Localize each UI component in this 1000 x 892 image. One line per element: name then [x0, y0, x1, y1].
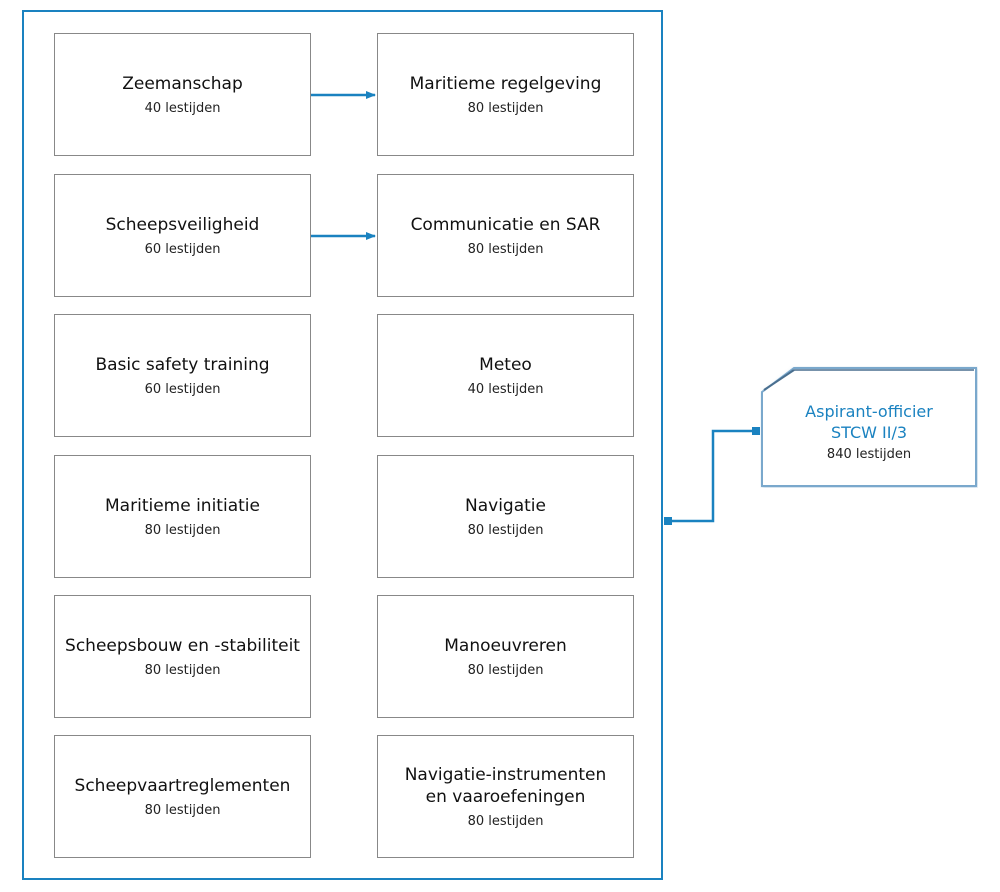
- connector-end-square-right: [752, 427, 760, 435]
- qualification-box-shape: [761, 367, 977, 487]
- module-hours: 80 lestijden: [467, 814, 544, 829]
- module-name: Scheepsveiligheid: [105, 215, 260, 235]
- module-box-maritieme-regelgeving: Maritieme regelgeving 80 lestijden: [377, 33, 634, 156]
- module-name: Basic safety training: [95, 355, 270, 375]
- module-name: Maritieme initiatie: [105, 496, 260, 516]
- module-box-basic-safety-training: Basic safety training 60 lestijden: [54, 314, 311, 437]
- module-hours: 80 lestijden: [467, 101, 544, 116]
- module-hours: 80 lestijden: [144, 803, 221, 818]
- module-box-maritieme-initiatie: Maritieme initiatie 80 lestijden: [54, 455, 311, 578]
- qualification-hours: 840 lestijden: [826, 446, 912, 462]
- module-box-navigatie: Navigatie 80 lestijden: [377, 455, 634, 578]
- module-hours: 80 lestijden: [467, 523, 544, 538]
- module-name: Manoeuvreren: [444, 636, 567, 656]
- module-hours: 80 lestijden: [144, 663, 221, 678]
- qualification-box-aspirant-officier: Aspirant-officier STCW II/3 840 lestijde…: [760, 366, 978, 488]
- module-name: Scheepvaartreglementen: [74, 776, 291, 796]
- module-box-communicatie-en-sar: Communicatie en SAR 80 lestijden: [377, 174, 634, 297]
- module-box-scheepvaartreglementen: Scheepvaartreglementen 80 lestijden: [54, 735, 311, 858]
- qualification-title-line2: STCW II/3: [830, 422, 908, 442]
- module-name: Zeemanschap: [122, 74, 243, 94]
- module-name: Communicatie en SAR: [410, 215, 601, 235]
- qualification-title-line1: Aspirant-officier: [805, 401, 933, 421]
- module-box-scheepsbouw-en-stabiliteit: Scheepsbouw en -stabiliteit 80 lestijden: [54, 595, 311, 718]
- module-box-navigatie-instrumenten-en-vaaroefeningen: Navigatie-instrumenten en vaaroefeningen…: [377, 735, 634, 858]
- module-box-zeemanschap: Zeemanschap 40 lestijden: [54, 33, 311, 156]
- module-hours: 80 lestijden: [467, 242, 544, 257]
- module-hours: 80 lestijden: [467, 663, 544, 678]
- module-name: Scheepsbouw en -stabiliteit: [65, 636, 300, 656]
- module-name: Navigatie-instrumenten en vaaroefeningen: [404, 765, 607, 807]
- module-hours: 40 lestijden: [467, 382, 544, 397]
- connector-frame-to-target: [667, 429, 758, 523]
- module-name: Meteo: [479, 355, 532, 375]
- module-hours: 60 lestijden: [144, 242, 221, 257]
- module-name: Maritieme regelgeving: [409, 74, 602, 94]
- connector-end-square-left: [664, 517, 672, 525]
- module-box-manoeuvreren: Manoeuvreren 80 lestijden: [377, 595, 634, 718]
- module-box-scheepsveiligheid: Scheepsveiligheid 60 lestijden: [54, 174, 311, 297]
- module-hours: 80 lestijden: [144, 523, 221, 538]
- curriculum-frame: [22, 10, 663, 880]
- module-name: Navigatie: [465, 496, 546, 516]
- module-hours: 40 lestijden: [144, 101, 221, 116]
- module-hours: 60 lestijden: [144, 382, 221, 397]
- module-box-meteo: Meteo 40 lestijden: [377, 314, 634, 437]
